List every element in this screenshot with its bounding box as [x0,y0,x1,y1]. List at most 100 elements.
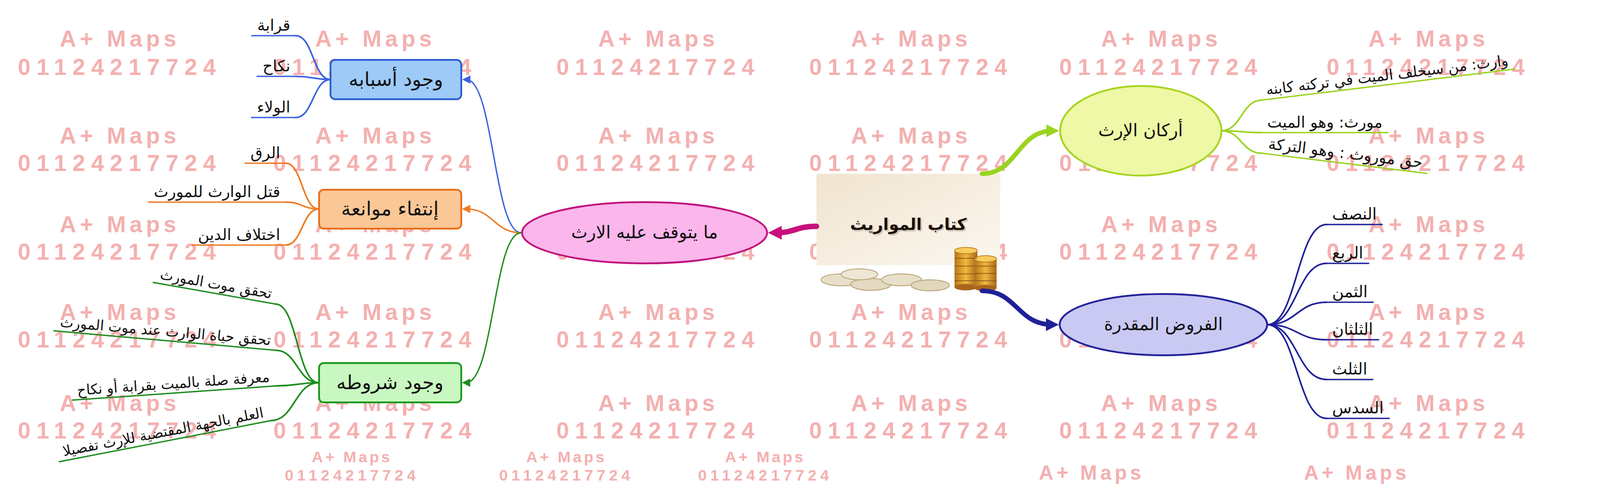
coin [974,255,997,262]
connector [981,290,1053,325]
coin-edges [954,258,997,281]
underline [1326,301,1374,304]
leader-group [256,76,331,80]
underline [251,117,296,119]
leader-group [1267,224,1383,325]
leader-line [275,350,320,383]
coins-illustration [821,247,997,292]
watermark: 01124217724 [556,327,761,353]
subtopic-box: إنتفاء موانعة [318,188,463,230]
watermark: A+ Maps [1303,461,1410,484]
underline [1326,262,1369,265]
watermark: A+ Maps [850,390,971,416]
connector [774,226,817,233]
branch-label: اختلاف الدين [197,225,281,245]
watermark: 01124217724 [556,150,761,176]
watermark: A+ Maps [314,123,436,149]
leader-group [251,35,331,80]
branch-label: تحقق حياة الوارث عند موت المورث [59,313,272,349]
coin [954,283,978,291]
main-topic-ellipse: الفروض المقدرة [1058,293,1269,357]
leader-line [1267,324,1327,419]
branch-label: وارث: من سيخلف الميت في تركته كابنه [1264,51,1510,99]
underline [1326,224,1383,226]
branch-label: قرابة [257,16,291,35]
coin [841,268,878,280]
branch-label: الثلثان [1332,319,1373,339]
branch-label: نكاح [262,56,291,76]
watermark: A+ Maps [311,448,393,466]
watermark: A+ Maps [725,448,806,466]
underline [1261,132,1388,134]
main-topic-ellipse: ما يتوقف عليه الارث [521,201,768,265]
watermark: 01124217724 [273,150,478,176]
leader-group [192,208,320,246]
underline [1326,339,1379,341]
underline [245,162,286,165]
connectors [466,79,1053,383]
watermark: A+ Maps [1100,212,1222,238]
leader-line [295,76,331,80]
leader-line [285,163,320,209]
leader-line [270,382,320,421]
branch-label: الثلث [1332,359,1368,379]
leader-group [1221,130,1428,174]
underline [148,201,286,203]
leader-group [148,202,320,209]
watermark: 01124217724 [273,418,478,444]
watermark: 01124217724 [698,466,833,484]
watermark: 01124217724 [17,54,222,80]
leader-line [285,208,320,246]
branch-label: الولاء [256,97,291,117]
watermark: 01124217724 [1059,239,1264,265]
watermark: A+ Maps [59,123,180,149]
branch-label: الرق [250,143,281,163]
watermark: A+ Maps [597,26,719,52]
watermark: A+ Maps [314,299,436,326]
node-text: أركان الإرث [1098,120,1184,142]
underline [251,35,296,37]
box-shape [319,362,462,403]
watermark: 01124217724 [809,54,1014,80]
coin [954,247,978,254]
branch-label: العلم بالجهة المقتضية للإرث تفصيلا [61,404,266,460]
main-topic-ellipse: أركان الإرث [1059,85,1223,177]
leader-lines [53,35,1515,462]
watermark: A+ Maps [850,123,971,149]
watermark: A+ Maps [59,212,180,238]
watermark: 01124217724 [556,54,761,80]
underline [1326,378,1373,381]
watermark: 01124217724 [1059,54,1264,80]
branch-label: الثمن [1332,282,1368,302]
subtopic-box: وجود شروطه [318,362,463,404]
branch-label: حق موروث : وهو التركة [1267,134,1424,172]
watermark: 01124217724 [556,418,761,444]
node-text: الفروض المقدرة [1104,314,1223,336]
leader-line [295,79,331,118]
watermark: A+ Maps [597,123,719,149]
leader-group [1267,263,1369,325]
watermark: A+ Maps [1368,212,1489,238]
underline [192,244,286,246]
watermark: A+ Maps [1100,26,1222,52]
coin-stack [954,250,978,288]
box-shape [319,189,462,229]
watermark: A+ Maps [1368,299,1489,326]
watermark: 01124217724 [17,239,222,265]
watermark: A+ Maps [526,448,607,466]
connector [466,232,522,383]
connector [466,79,522,233]
leader-line [1267,263,1327,325]
watermark: A+ Maps [1368,390,1489,416]
branch-label: مورث: وهو الميت [1267,112,1383,132]
leader-line [295,35,331,80]
watermark: A+ Maps [1368,26,1489,52]
leader-group [1267,324,1390,419]
watermark: A+ Maps [1368,123,1489,149]
ellipse-shape [522,202,768,264]
watermark: A+ Maps [314,26,436,52]
watermark: A+ Maps [59,26,180,52]
branch-label: معرفة صلة بالميت بقرابة أو نكاح [76,368,270,400]
leader-line [1221,130,1263,154]
underline [256,75,296,78]
